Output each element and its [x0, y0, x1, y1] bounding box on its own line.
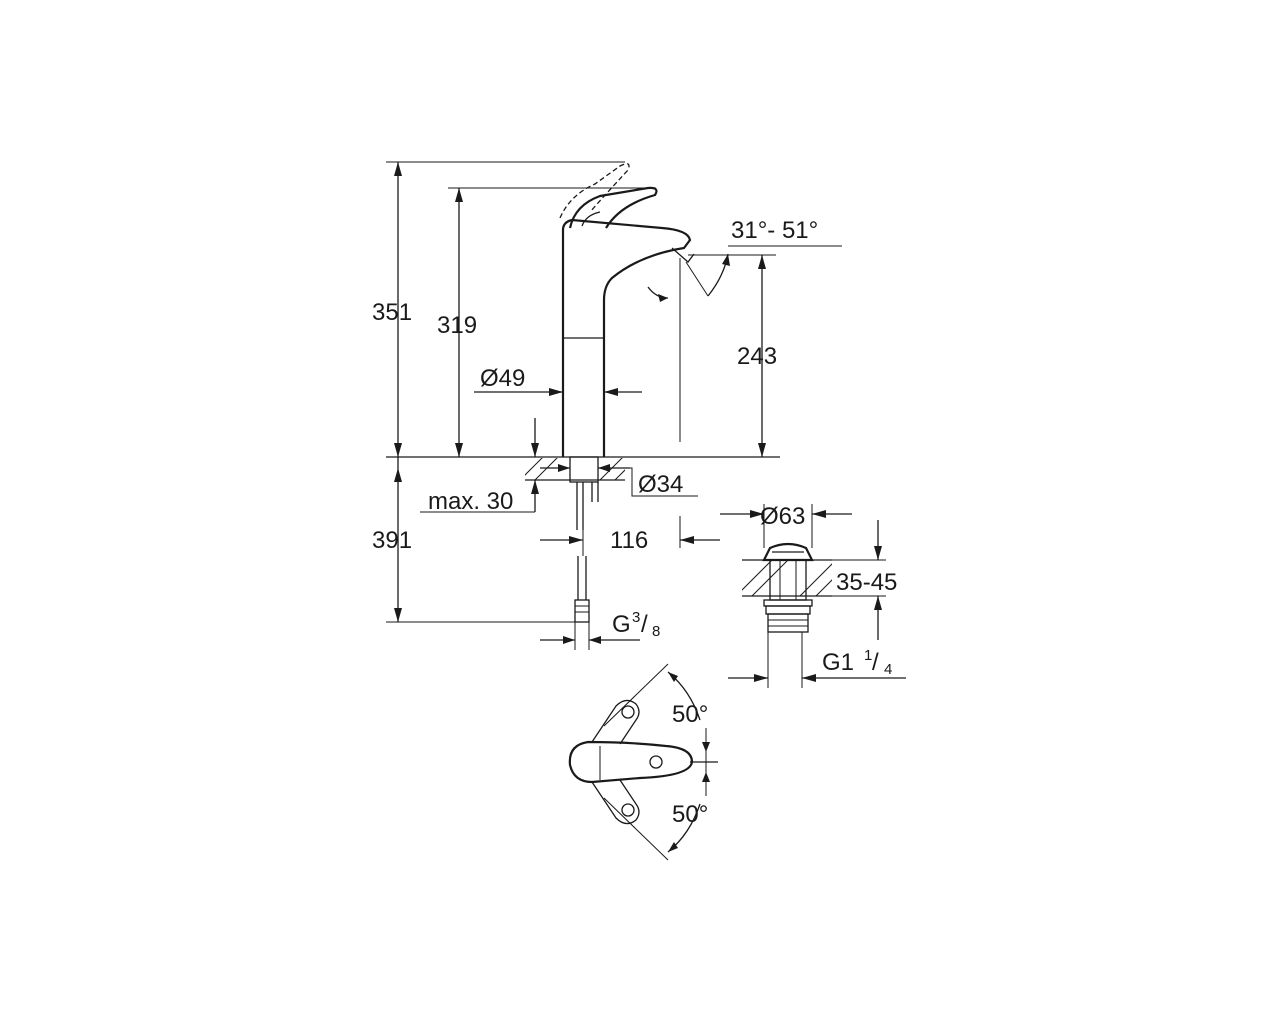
dim-spout-reach: 116 — [610, 527, 648, 554]
faucet-side-view — [559, 163, 842, 457]
counter-top-left — [386, 456, 780, 623]
dim-total-height: 351 — [372, 299, 412, 326]
waste-thread-num: 1 — [864, 647, 872, 664]
dim-spout-angle: 31°- 51° — [731, 217, 818, 244]
connection-prefix: G — [612, 611, 631, 638]
dimension-lines — [386, 161, 776, 650]
dim-below-counter: 391 — [372, 527, 412, 554]
dim-handle-angle-top: 50° — [672, 701, 708, 728]
connection-den: 8 — [652, 623, 660, 640]
dim-handle-height: 319 — [437, 312, 477, 339]
svg-text:/: / — [872, 649, 879, 676]
waste-thread-prefix: G1 — [822, 649, 854, 676]
svg-text:/: / — [641, 611, 648, 638]
handle-top-view — [568, 663, 718, 861]
dim-connection-thread: G 3 / 8 — [612, 609, 660, 640]
dim-body-diameter: Ø49 — [480, 365, 525, 392]
dim-hole-diameter: Ø34 — [638, 471, 683, 498]
dim-waste-thread: G1 1 / 4 — [822, 647, 892, 678]
dim-waste-diameter: Ø63 — [760, 503, 805, 530]
dim-waste-range: 35-45 — [836, 569, 897, 596]
waste-fitting — [720, 504, 906, 688]
waste-thread-den: 4 — [884, 661, 892, 678]
dim-max-thickness: max. 30 — [428, 488, 513, 515]
dim-handle-angle-bottom: 50° — [672, 801, 708, 828]
connection-num: 3 — [632, 609, 640, 626]
dim-spout-height: 243 — [737, 343, 777, 370]
